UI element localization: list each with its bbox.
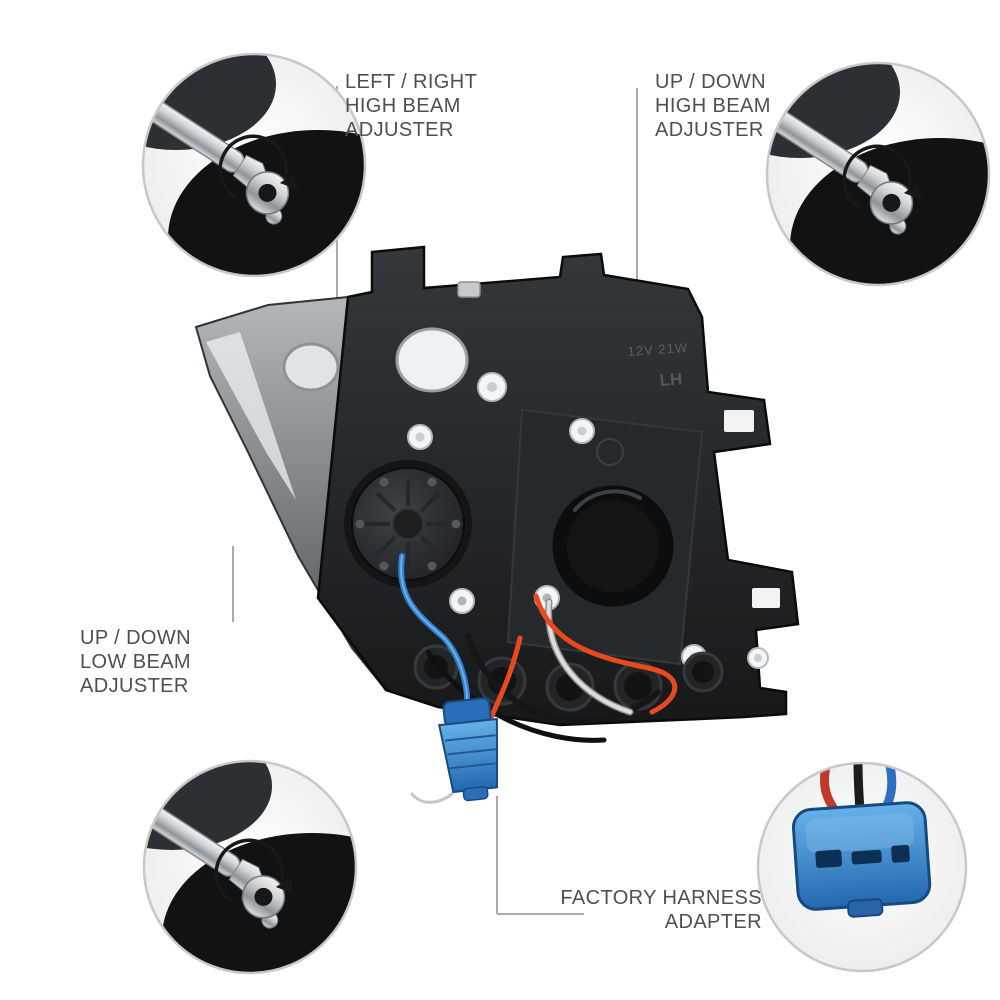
inset-border — [765, 61, 991, 287]
projector-bowl — [547, 480, 679, 612]
metal-clip — [457, 281, 481, 298]
wiring — [398, 553, 678, 804]
callout-label-up-down-low-beam: UP / DOWN LOW BEAM ADJUSTER — [80, 627, 192, 697]
clear-window-small — [282, 342, 340, 392]
marking-bulb-rating: 12V 21W — [627, 340, 688, 359]
white-adjusters — [407, 372, 769, 670]
inset-border — [142, 759, 358, 975]
black-wire — [853, 763, 865, 815]
lower-bracket-slot — [752, 588, 780, 608]
inset-bottom-left — [142, 759, 358, 975]
inset-bottom-right — [756, 761, 968, 973]
upper-bracket-slot — [724, 410, 754, 432]
terminal-slot — [851, 849, 882, 865]
inset-border — [756, 761, 968, 973]
inset-border — [141, 52, 367, 278]
harness-connector — [438, 697, 499, 802]
terminal-slot — [815, 849, 843, 868]
red-wire-2 — [489, 635, 523, 719]
molded-stamp — [596, 438, 624, 466]
connector-tab — [847, 898, 884, 918]
low-beam-cap — [344, 460, 472, 588]
black-wire-2 — [425, 649, 607, 743]
callout-label-left-right-high-beam: LEFT / RIGHT HIGH BEAM ADJUSTER — [345, 71, 478, 141]
red-wire — [533, 593, 678, 715]
callout-label-factory-harness-adapter: FACTORY HARNESS ADAPTER — [560, 887, 762, 933]
lens-glint — [206, 332, 296, 500]
clear-window-large — [395, 327, 469, 393]
headlight-assembly: 12V 21W LH — [194, 245, 800, 804]
black-wire — [465, 633, 661, 724]
terminal-slot — [891, 844, 910, 863]
marking-side: LH — [659, 369, 683, 390]
blue-wire-highlight — [400, 555, 468, 711]
gray-pigtail-wire — [410, 792, 454, 804]
callout-label-up-down-high-beam: UP / DOWN HIGH BEAM ADJUSTER — [655, 71, 771, 141]
